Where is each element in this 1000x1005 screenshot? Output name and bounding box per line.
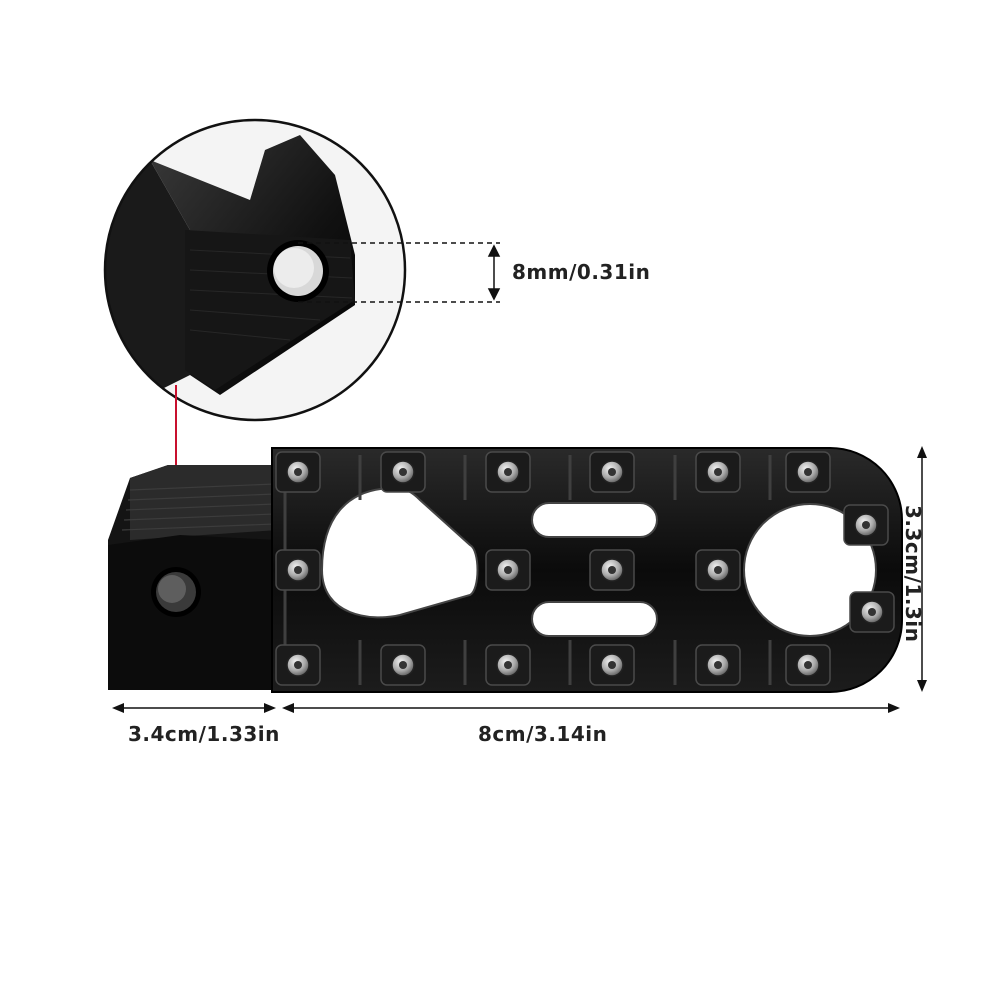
stud-center — [714, 566, 722, 574]
stud-center — [504, 468, 512, 476]
pedal-height-label: 3.3cm/1.3in — [901, 505, 925, 643]
zoom-detail-circle — [103, 118, 407, 422]
stud-center — [399, 468, 407, 476]
stud-center — [804, 661, 812, 669]
hole-diameter-label: 8mm/0.31in — [512, 260, 651, 284]
hole-dimension-lines — [298, 242, 501, 303]
mount-bracket — [108, 465, 278, 690]
pedal-body — [271, 447, 903, 693]
stud-center — [608, 566, 616, 574]
stud-center — [294, 661, 302, 669]
pedal-studs — [275, 451, 895, 686]
stud-center — [714, 661, 722, 669]
stud-center — [294, 468, 302, 476]
stud-center — [294, 566, 302, 574]
stud-center — [862, 521, 870, 529]
stud-center — [868, 608, 876, 616]
stud-center — [399, 661, 407, 669]
stud-center — [714, 468, 722, 476]
stud-center — [804, 468, 812, 476]
stud-center — [608, 468, 616, 476]
mount-length-label: 3.4cm/1.33in — [128, 722, 280, 746]
stud-center — [504, 566, 512, 574]
dimension-arrows — [112, 446, 927, 713]
stud-center — [608, 661, 616, 669]
pedal-length-label: 8cm/3.14in — [478, 722, 608, 746]
stud-center — [504, 661, 512, 669]
